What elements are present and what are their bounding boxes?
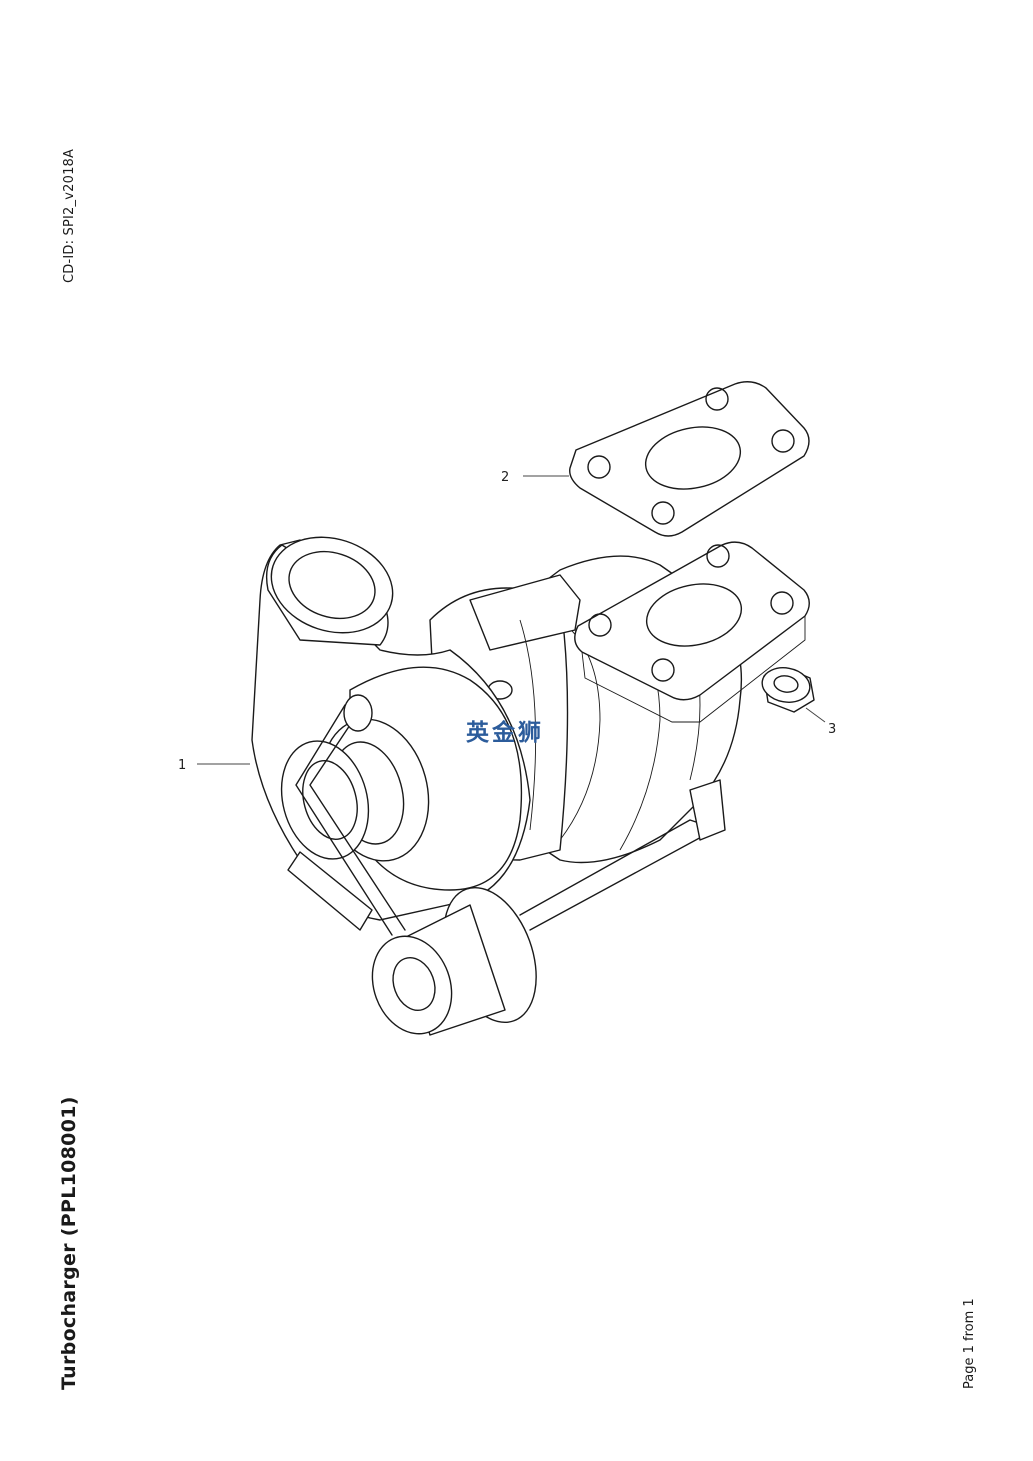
turbine-flange	[574, 541, 810, 723]
page-title: Turbocharger (PPL108001)	[58, 1096, 80, 1390]
page-number: Page 1 from 1	[962, 1298, 977, 1389]
callout-2-label: 2	[501, 470, 509, 485]
nut-part	[761, 667, 815, 713]
callout-2: 2	[501, 470, 569, 485]
wastegate-actuator	[371, 779, 726, 1036]
callout-1: 1	[178, 758, 250, 773]
callout-1-label: 1	[178, 758, 186, 773]
callout-3: 3	[805, 707, 836, 737]
callout-3-label: 3	[828, 722, 836, 737]
gasket-part	[569, 381, 810, 537]
compressor-outlet	[265, 536, 394, 646]
watermark: 英金狮	[466, 720, 544, 746]
boost-pipe	[287, 694, 406, 936]
